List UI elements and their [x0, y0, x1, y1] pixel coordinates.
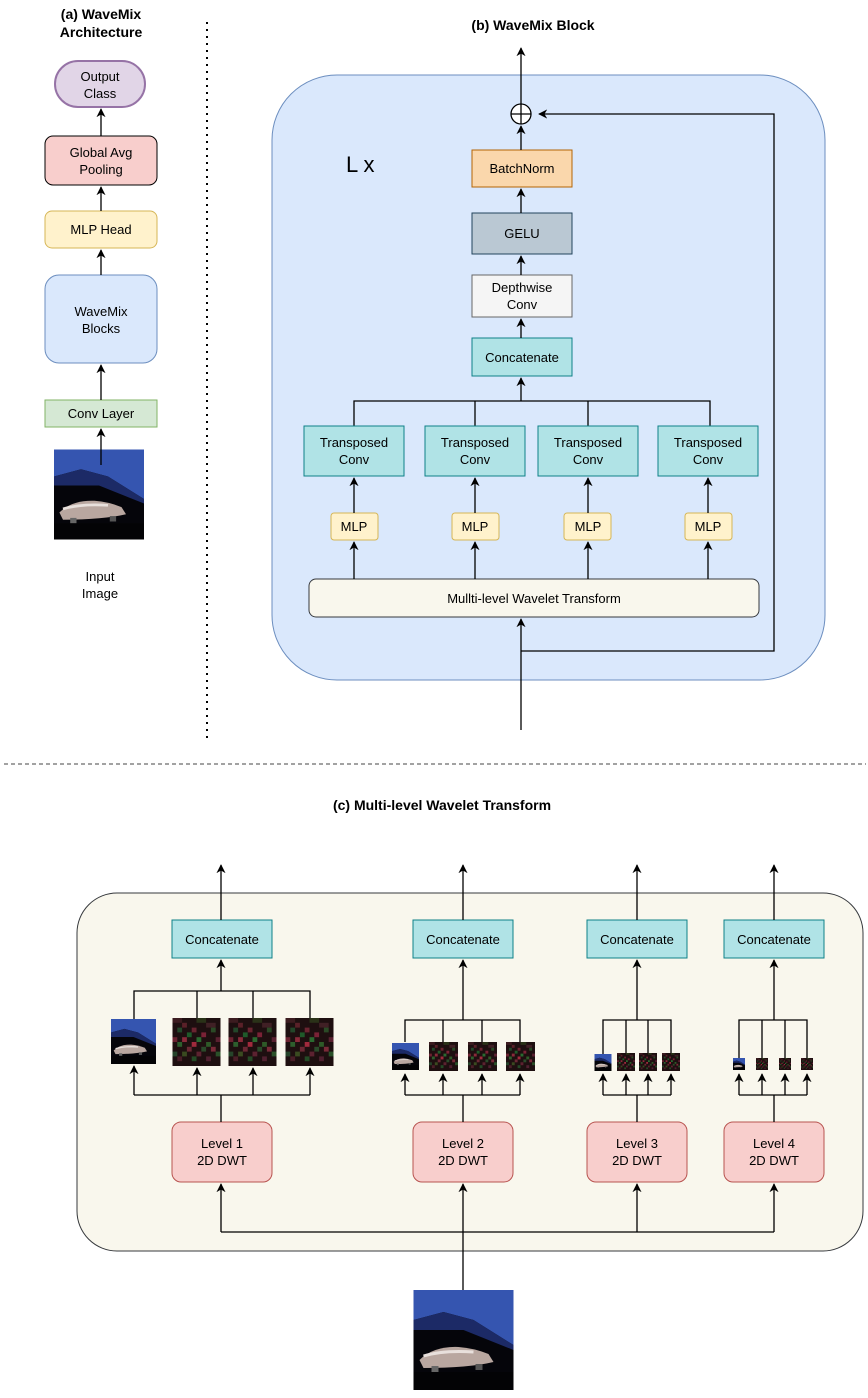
- level3-approx-image: [594, 1054, 612, 1071]
- level3-detail-image-1: [617, 1053, 635, 1071]
- panel-b-title: (b) WaveMix Block: [471, 17, 594, 33]
- batchnorm-label: BatchNorm: [489, 161, 554, 176]
- level2-label-2: 2D DWT: [438, 1153, 488, 1168]
- level1-concatenate-node: [171, 919, 273, 959]
- concatenate-label: Concatenate: [485, 350, 559, 365]
- transposed-conv-1-label-2: Conv: [339, 452, 370, 467]
- level1-detail-image-2: [228, 1018, 277, 1066]
- batchnorm-node: [471, 149, 573, 188]
- wavemix-blocks-label-1: WaveMix: [75, 304, 128, 319]
- transposed-conv-node-4: [657, 425, 759, 477]
- level4-detail-image-3: [801, 1058, 813, 1070]
- panel-b: (b) WaveMix Block L x BatchNorm GELU Dep…: [271, 17, 826, 730]
- level4-label-1: Level 4: [753, 1136, 795, 1151]
- transposed-conv-1-label-1: Transposed: [320, 435, 388, 450]
- level4-label-2: 2D DWT: [749, 1153, 799, 1168]
- mlp-2-label: MLP: [462, 519, 489, 534]
- level4-dwt-node: [723, 1121, 825, 1183]
- level2-dwt-node: [412, 1121, 514, 1183]
- level1-detail-image-1: [172, 1018, 221, 1066]
- level3-label-2: 2D DWT: [612, 1153, 662, 1168]
- depthwise-conv-label-2: Conv: [507, 297, 538, 312]
- depthwise-conv-node: [471, 274, 573, 318]
- level1-label-2: 2D DWT: [197, 1153, 247, 1168]
- level2-concatenate-label: Concatenate: [426, 932, 500, 947]
- global-avg-pooling-node: [44, 135, 158, 186]
- transposed-conv-node-2: [424, 425, 526, 477]
- panel-a-title-line1: (a) WaveMix: [61, 6, 142, 22]
- transposed-conv-node-1: [303, 425, 405, 477]
- level2-detail-image-3: [506, 1042, 535, 1071]
- transposed-conv-4-label-1: Transposed: [674, 435, 742, 450]
- input-image-label-2: Image: [82, 586, 118, 601]
- input-image-label-1: Input: [86, 569, 115, 584]
- level4-concatenate-node: [723, 919, 825, 959]
- wavelet-transform-label: Mullti-level Wavelet Transform: [447, 591, 621, 606]
- level3-concatenate-label: Concatenate: [600, 932, 674, 947]
- repeat-label: L x: [346, 152, 375, 177]
- level4-detail-image-2: [779, 1058, 791, 1070]
- level3-concatenate-node: [586, 919, 688, 959]
- level4-concatenate-label: Concatenate: [737, 932, 811, 947]
- transposed-conv-3-label-2: Conv: [573, 452, 604, 467]
- level1-approx-image: [110, 1019, 157, 1064]
- level2-detail-image-2: [468, 1042, 497, 1071]
- transposed-conv-node-3: [537, 425, 639, 477]
- wavemix-blocks-label-2: Blocks: [82, 321, 121, 336]
- panel-a-title-line2: Architecture: [60, 24, 143, 40]
- wavelet-transform-node: [308, 578, 760, 618]
- level4-top-bus: [738, 1019, 808, 1058]
- gelu-node: [471, 212, 573, 255]
- mlp-3-label: MLP: [575, 519, 602, 534]
- skip-connection: [521, 109, 775, 652]
- output-class-label-2: Class: [84, 86, 117, 101]
- mlp-4-label: MLP: [695, 519, 722, 534]
- level1-detail-image-3: [285, 1018, 334, 1066]
- gelu-label: GELU: [504, 226, 539, 241]
- level3-detail-image-3: [662, 1053, 680, 1071]
- transposed-conv-4-label-2: Conv: [693, 452, 724, 467]
- pooling-label-1: Global Avg: [70, 145, 133, 160]
- panel-c: (c) Multi-level Wavelet Transform Level …: [76, 797, 864, 1390]
- level2-label-1: Level 2: [442, 1136, 484, 1151]
- concatenate-node: [471, 337, 573, 377]
- transposed-conv-2-label-2: Conv: [460, 452, 491, 467]
- level3-detail-image-2: [639, 1053, 657, 1071]
- panel-a: (a) WaveMix Architecture Output Class Gl…: [44, 6, 158, 601]
- transposed-conv-3-label-1: Transposed: [554, 435, 622, 450]
- pooling-label-2: Pooling: [79, 162, 122, 177]
- level2-approx-image: [391, 1043, 420, 1070]
- level4-detail-image-1: [756, 1058, 768, 1070]
- output-class-label-1: Output: [80, 69, 119, 84]
- depthwise-conv-label-1: Depthwise: [492, 280, 553, 295]
- level3-label-1: Level 3: [616, 1136, 658, 1151]
- conv-layer-label: Conv Layer: [68, 406, 135, 421]
- level1-dwt-node: [171, 1121, 273, 1183]
- transposed-conv-2-label-1: Transposed: [441, 435, 509, 450]
- level4-approx-image: [733, 1058, 745, 1070]
- level1-top-bus: [133, 990, 311, 1019]
- input-image-thumbnail: [54, 447, 144, 542]
- level3-dwt-node: [586, 1121, 688, 1183]
- mlp-1-label: MLP: [341, 519, 368, 534]
- level2-detail-image-1: [429, 1042, 458, 1071]
- conv-layer-node: [44, 399, 158, 428]
- wavemix-blocks-node: [44, 274, 158, 364]
- level1-concatenate-label: Concatenate: [185, 932, 259, 947]
- branch-bus: [353, 400, 711, 426]
- input-image-bottom: [412, 1290, 515, 1390]
- mlp-head-label: MLP Head: [70, 222, 131, 237]
- level1-label-1: Level 1: [201, 1136, 243, 1151]
- panel-c-title: (c) Multi-level Wavelet Transform: [333, 797, 551, 813]
- output-class-node: [54, 60, 146, 108]
